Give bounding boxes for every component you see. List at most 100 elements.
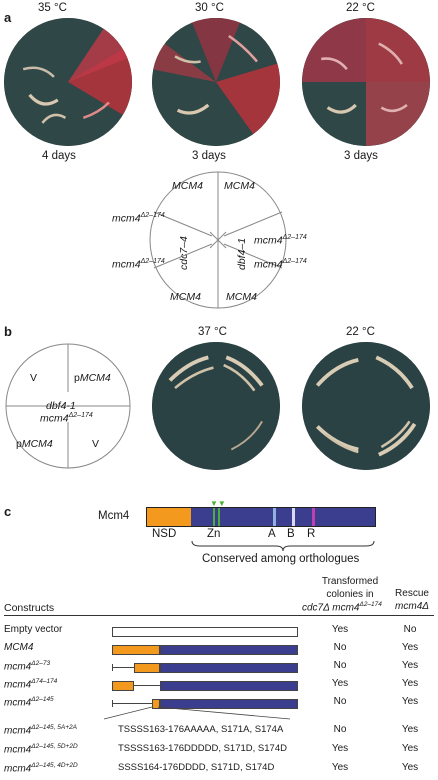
scheme-b-center2-name: mcm4 <box>40 412 69 425</box>
scheme-a-left-lower-sup: Δ2–174 <box>140 258 165 265</box>
header-rescue: Rescue mcm4Δ <box>384 588 438 613</box>
row-1-bar-core <box>160 645 298 655</box>
scheme-b-top-left: V <box>30 372 38 384</box>
row-7-mutation: SSSS164-176DDDD, S171D, S174D <box>118 762 275 773</box>
row-2-deletion-tick <box>112 664 113 671</box>
row-2-name-sup: Δ2–73 <box>31 660 51 667</box>
b-label: B <box>287 528 295 540</box>
plate-22c-a-image <box>302 18 430 146</box>
zn-label: Zn <box>207 528 221 540</box>
row-2-deletion-line <box>112 667 134 668</box>
scheme-a-top-right: MCM4 <box>224 180 255 192</box>
row-4-deletion-tick <box>112 700 113 707</box>
header-rescue-line1: Rescue <box>395 588 429 599</box>
scheme-a-right-upper-name: mcm4 <box>254 234 283 247</box>
scheme-a-left-lower: mcm4Δ2–174 <box>112 258 165 271</box>
scheme-b-bottom-left-prefix: p <box>16 438 22 450</box>
row-2-name: mcm4Δ2–73 <box>4 660 50 672</box>
scheme-a-bottom-right: MCM4 <box>226 291 257 303</box>
row-1-transformed: No <box>333 642 347 653</box>
plate-30c-image <box>152 18 280 146</box>
row-3-name: mcm4Δ74–174 <box>4 678 57 690</box>
row-1-name-text: MCM4 <box>4 642 34 653</box>
row-1-rescue: Yes <box>401 642 419 653</box>
conserved-label: Conserved among orthologues <box>202 553 360 565</box>
row-7-rescue: Yes <box>401 762 419 773</box>
row-5-mutation: TSSSS163-176AAAAA, S171A, S174A <box>118 724 284 735</box>
scheme-a-right-lower: mcm4Δ2–174 <box>254 258 307 271</box>
row-5-name-text: mcm4 <box>4 725 32 737</box>
scheme-b-center2: mcm4Δ2–174 <box>40 412 93 425</box>
row-7-transformed: Yes <box>331 762 349 773</box>
row-4-bar-nsd <box>152 699 160 709</box>
temp-label-a1: 35 °C <box>38 2 67 14</box>
scheme-a-right-upper-sup: Δ2–174 <box>282 234 307 241</box>
r-motif <box>312 508 315 526</box>
row-3-rescue: Yes <box>401 678 419 689</box>
duration-label-a2: 3 days <box>192 150 226 162</box>
plate-35c-image <box>4 18 132 146</box>
row-7-name: mcm4Δ2–145, 4D+2D <box>4 762 78 774</box>
plate-scheme-b <box>5 343 131 469</box>
temp-label-a2: 30 °C <box>195 2 224 14</box>
plate-37c <box>152 342 280 470</box>
row-4-name-text: mcm4 <box>4 697 32 709</box>
row-6-transformed: Yes <box>331 743 349 754</box>
plate-scheme-a <box>149 171 287 309</box>
row-4-bar-core <box>160 699 298 709</box>
row-6-name-sup: Δ2–145, 5D+2D <box>31 743 78 750</box>
scheme-b-center2-sup: Δ2–174 <box>68 412 93 419</box>
temp-label-b1: 37 °C <box>198 326 227 338</box>
plate-35c <box>4 18 132 146</box>
scheme-b-top-right-name: MCM4 <box>79 372 111 384</box>
duration-label-a3: 3 days <box>344 150 378 162</box>
row-4-rescue: Yes <box>401 696 419 707</box>
zoom-lines <box>103 706 291 720</box>
header-transformed-line2: colonies in <box>326 588 374 600</box>
row-6-name-text: mcm4 <box>4 744 32 756</box>
row-5-transformed: No <box>333 724 347 735</box>
nsd-domain <box>147 508 191 526</box>
scheme-b-bottom-left-name: MCM4 <box>21 438 53 450</box>
scheme-a-right-lower-sup: Δ2–174 <box>282 258 307 265</box>
temp-label-b2: 22 °C <box>346 326 375 338</box>
r-label: R <box>307 528 316 540</box>
row-3-bar-nsd <box>112 681 134 691</box>
row-5-name-sup: Δ2–145, 5A+2A <box>31 724 77 731</box>
zn-arrow-icon: ▼▼ <box>210 499 226 508</box>
scheme-b-bottom-left: pMCM4 <box>16 438 53 450</box>
plate-22c-b <box>302 342 430 470</box>
plate-22c-b-image <box>302 342 430 470</box>
zn-motif-2 <box>218 508 220 526</box>
row-0-bar-empty <box>112 627 298 637</box>
scheme-a-left-upper-sup: Δ2–174 <box>140 212 165 219</box>
header-transformed: Transformed colonies in <box>300 576 400 601</box>
zn-motif-1 <box>213 508 215 526</box>
header-rescue-line2: mcm4Δ <box>395 600 429 612</box>
protein-label: Mcm4 <box>98 510 130 522</box>
scheme-a-left-lower-name: mcm4 <box>112 258 141 271</box>
row-2-bar-nsd <box>134 663 160 673</box>
duration-label-a1: 4 days <box>42 150 76 162</box>
conserved-brace <box>191 540 375 552</box>
row-0-rescue: No <box>403 624 417 635</box>
row-4-deletion-line <box>112 703 152 704</box>
row-2-rescue: Yes <box>401 660 419 671</box>
row-4-transformed: No <box>333 696 347 707</box>
row-1-bar-nsd <box>112 645 160 655</box>
panel-a-letter: a <box>4 10 12 25</box>
domain-diagram <box>146 507 376 527</box>
scheme-a-right-lower-name: mcm4 <box>254 258 283 271</box>
scheme-b-top-right: pMCM4 <box>74 372 111 384</box>
row-7-name-sup: Δ2–145, 4D+2D <box>31 762 78 769</box>
row-2-transformed: No <box>333 660 347 671</box>
nsd-label: NSD <box>152 528 177 540</box>
header-constructs: Constructs <box>4 602 55 614</box>
header-transformed-line1: Transformed <box>321 576 379 587</box>
scheme-a-center-right: dbf4–1 <box>236 237 248 270</box>
temp-label-a3: 22 °C <box>346 2 375 14</box>
a-label: A <box>268 528 276 540</box>
row-7-name-text: mcm4 <box>4 763 32 775</box>
header-transformed-line3: cdc7Δ mcm4Δ2–174 <box>302 601 382 613</box>
scheme-b-center1: dbf4-1 <box>46 400 76 412</box>
